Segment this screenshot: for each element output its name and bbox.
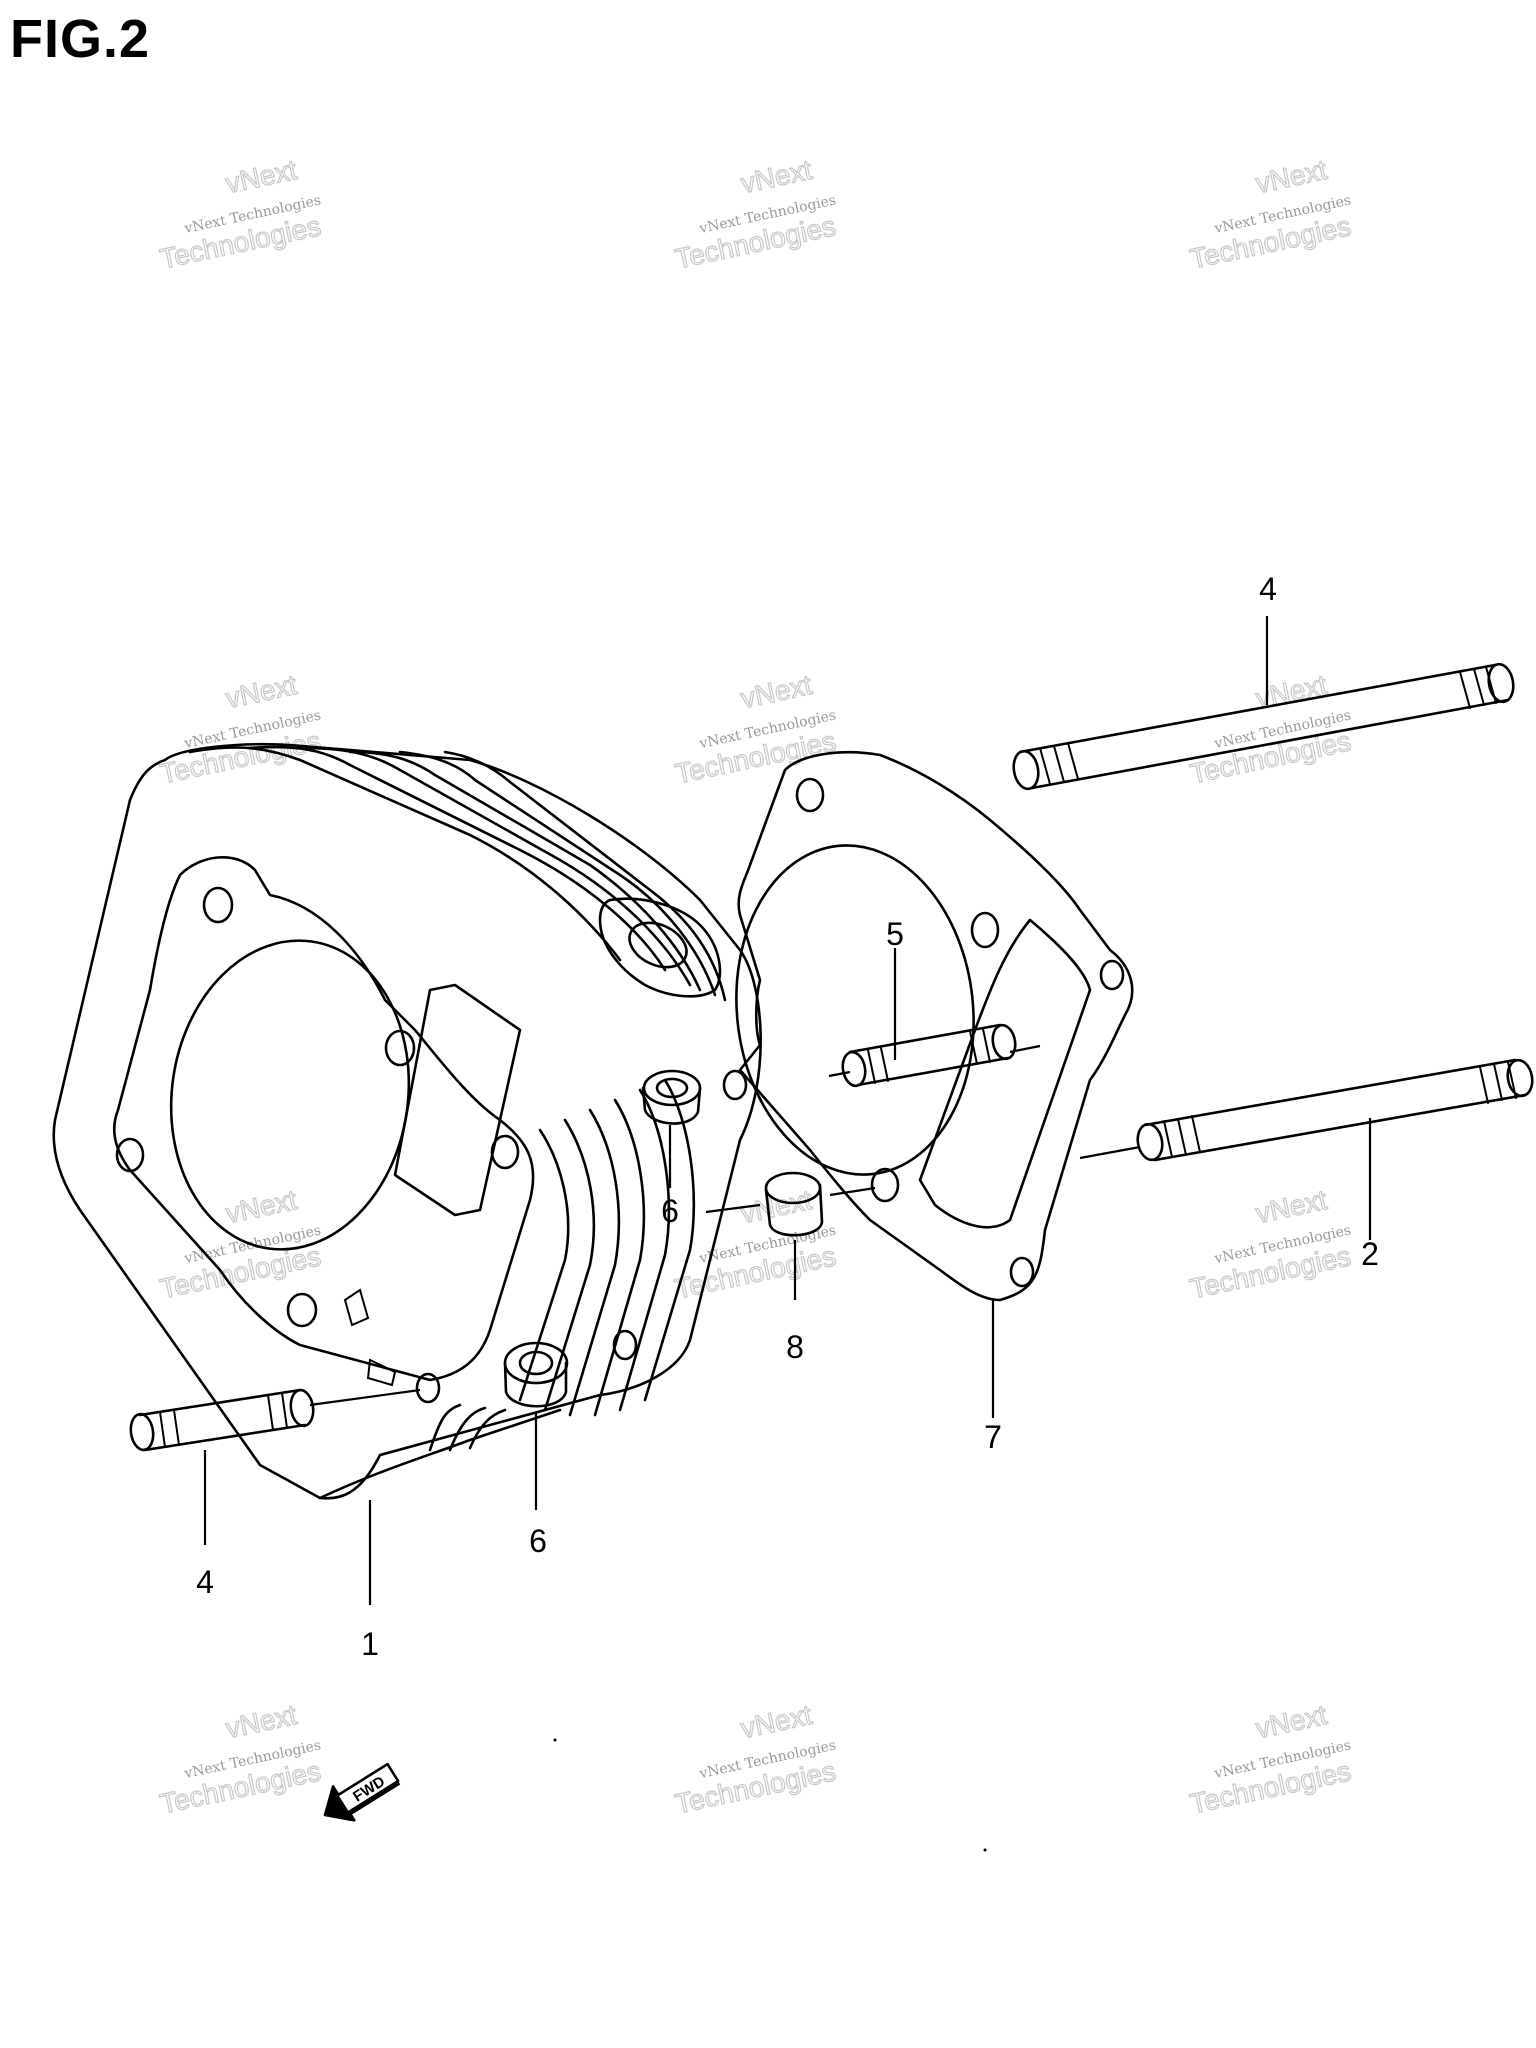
svg-text:vNext: vNext [738,154,815,199]
svg-text:vNext: vNext [223,154,300,199]
watermarks: vNext vNext Technologies Technologies vN… [157,153,1355,1820]
callout-2: 2 [1361,1236,1379,1272]
watermark: vNext vNext Technologies Technologies [157,153,325,275]
svg-text:vNext: vNext [223,669,300,714]
svg-text:vNext: vNext [738,1699,815,1744]
figure-title: FIG.2 [10,9,151,69]
callouts: 4 2 5 6 8 7 6 4 1 [196,571,1379,1662]
callout-3: 4 [1259,571,1277,607]
svg-text:vNext: vNext [1253,1699,1330,1744]
callout-6-upper: 6 [661,1193,679,1229]
stud-bolt-left [129,1388,315,1452]
callout-4: 4 [196,1564,214,1600]
watermark: vNext vNext Technologies Technologies [157,668,325,790]
watermark: vNext vNext Technologies Technologies [672,668,840,790]
stud-bolt-short [841,1023,1017,1088]
stray-dot [983,1848,987,1852]
watermark: vNext vNext Technologies Technologies [672,1698,840,1820]
callout-8: 8 [786,1329,804,1365]
dowel-pin-center [764,1171,824,1237]
dowel-pin-lower [503,1341,569,1408]
dowel-pin-upper [641,1069,702,1125]
cylinder-block [52,742,762,1500]
watermark: vNext vNext Technologies Technologies [1187,1183,1355,1305]
svg-text:vNext: vNext [738,669,815,714]
stud-bolt-long-upper [1012,662,1515,791]
callout-1: 1 [361,1626,379,1662]
svg-text:vNext: vNext [223,1184,300,1229]
svg-text:vNext: vNext [223,1699,300,1744]
stray-dot [553,1738,557,1742]
watermark: vNext vNext Technologies Technologies [1187,153,1355,275]
callout-5: 5 [886,916,904,952]
leader-lines [203,616,1372,1605]
svg-text:vNext: vNext [1253,154,1330,199]
watermark: vNext vNext Technologies Technologies [672,153,840,275]
watermark: vNext vNext Technologies Technologies [1187,1698,1355,1820]
stud-bolt-long-lower [1136,1058,1534,1162]
watermark: vNext vNext Technologies Technologies [157,1698,325,1820]
callout-6-lower: 6 [529,1523,547,1559]
forward-arrow: FWD [323,1762,401,1822]
watermark: vNext vNext Technologies Technologies [672,1183,840,1305]
callout-7: 7 [984,1419,1002,1455]
cylinder-gasket [735,750,1134,1302]
svg-text:vNext: vNext [1253,1184,1330,1229]
watermark: vNext vNext Technologies Technologies [157,1183,325,1305]
